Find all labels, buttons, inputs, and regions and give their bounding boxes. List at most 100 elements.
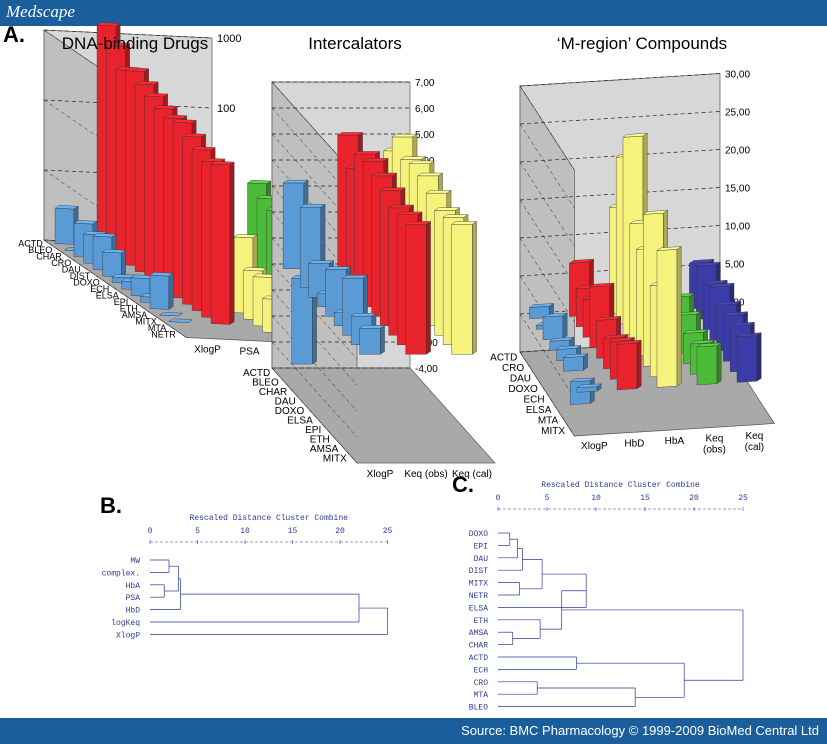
gridline (519, 351, 575, 437)
bar (149, 272, 174, 310)
category-label: CRO (502, 363, 524, 374)
leaf-label: ACTD (469, 654, 488, 663)
leaf-label: CHAR (469, 642, 488, 651)
y-tick-label: 30,00 (725, 70, 750, 81)
source-credit: Source: BMC Pharmacology © 1999-2009 Bio… (461, 723, 819, 738)
series-label: PSA (239, 347, 259, 358)
category-label: ACTD (490, 352, 517, 363)
footer-bar: Source: BMC Pharmacology © 1999-2009 Bio… (0, 718, 827, 744)
category-label: DIST (70, 271, 91, 281)
gridline (519, 237, 575, 323)
series-label: HbA (665, 436, 685, 447)
y-tick-label: 5,00 (725, 260, 745, 271)
series-label: XlogP (194, 345, 221, 356)
leaf-label: DAU (474, 555, 489, 564)
leaf-label: complex. (102, 569, 140, 578)
category-label: MITX (135, 316, 157, 326)
gridline (519, 85, 575, 171)
series-label: (cal) (745, 442, 764, 453)
category-label: ECH (90, 284, 109, 294)
series-label: XlogP (581, 441, 608, 452)
x-tick-label: 5 (195, 527, 200, 536)
chart-title: Intercalators (308, 34, 402, 53)
header-bar: Medscape (0, 0, 827, 26)
y-tick-label: 15,00 (725, 184, 750, 195)
leaf-label: ETH (474, 617, 489, 626)
panel-label-b: B. (100, 493, 122, 518)
y-tick-label: -4,00 (415, 364, 438, 375)
x-tick-label: 0 (496, 494, 501, 503)
category-label: DAU (510, 373, 531, 384)
bar (736, 332, 762, 383)
x-tick-label: 20 (689, 494, 699, 503)
category-label: NETR (151, 329, 176, 339)
bar (542, 312, 568, 341)
bar (656, 246, 682, 388)
bar (404, 221, 432, 355)
category-label: DAU (62, 264, 81, 274)
category-label: AMSA (310, 444, 339, 455)
gridline (271, 367, 358, 464)
category-label: MTA (148, 323, 166, 333)
gridline (519, 111, 721, 125)
category-label: DAU (275, 396, 296, 407)
category-label: MTA (538, 415, 559, 426)
series-label: Keq (746, 431, 764, 442)
leaf-label: MW (130, 557, 140, 566)
y-tick-label: 1000 (217, 33, 241, 45)
x-tick-label: 10 (591, 494, 601, 503)
series-label: (obs) (703, 444, 726, 455)
bar (358, 325, 386, 355)
category-label: BLEO (28, 245, 52, 255)
leaf-label: HbD (126, 607, 141, 616)
leaf-label: NETR (469, 592, 488, 601)
category-label: DOXO (73, 277, 100, 287)
category-label: MITX (323, 453, 347, 464)
x-tick-label: 25 (738, 494, 748, 503)
series-label: Keq (obs) (404, 469, 447, 480)
bar (576, 383, 602, 393)
x-tick-label: 20 (335, 527, 345, 536)
leaf-label: CRO (474, 679, 489, 688)
category-label: MITX (541, 426, 565, 437)
leaf-label: PSA (126, 594, 141, 603)
chart-2: -5,000,005,0010,0015,0020,0025,0030,00AC… (490, 34, 776, 455)
y-tick-label: 20,00 (725, 146, 750, 157)
leaf-label: MITX (469, 580, 488, 589)
x-tick-label: 10 (240, 527, 250, 536)
category-label: CRO (51, 258, 71, 268)
bar (562, 353, 589, 372)
y-tick-label: 7,00 (415, 78, 435, 89)
y-tick-label: 100 (217, 103, 235, 115)
x-tick-label: 25 (383, 527, 393, 536)
chart-title: ‘M-region’ Compounds (557, 34, 727, 53)
category-label: DOXO (275, 406, 305, 417)
x-tick-label: 5 (545, 494, 550, 503)
category-label: ELSA (526, 405, 552, 416)
leaf-label: EPI (474, 542, 488, 551)
category-label: ECH (523, 394, 544, 405)
bar (450, 221, 478, 355)
dendrogram-title: Rescaled Distance Cluster Combine (541, 481, 700, 490)
category-label: ACTD (243, 368, 270, 379)
category-label: EPI (305, 425, 321, 436)
category-label: EPI (114, 297, 129, 307)
dendrogram-4: Rescaled Distance Cluster Combine 0 5 10 15 2… (469, 481, 748, 713)
gridline (519, 199, 575, 285)
gridline (43, 239, 187, 338)
gridline (43, 29, 213, 39)
y-tick-label: 25,00 (725, 108, 750, 119)
gridline (519, 73, 721, 87)
x-tick-label: 0 (148, 527, 153, 536)
chart-1: -4,00-3,00-2,00-1,000,001,002,003,004,00… (243, 34, 496, 480)
y-tick-label: 10,00 (725, 222, 750, 233)
bar (101, 249, 127, 278)
category-label: ELSA (287, 415, 313, 426)
leaf-label: ELSA (469, 604, 488, 613)
category-label: AMSA (122, 310, 148, 320)
gridline (519, 161, 575, 247)
x-tick-label: 15 (288, 527, 298, 536)
x-tick-label: 15 (640, 494, 650, 503)
